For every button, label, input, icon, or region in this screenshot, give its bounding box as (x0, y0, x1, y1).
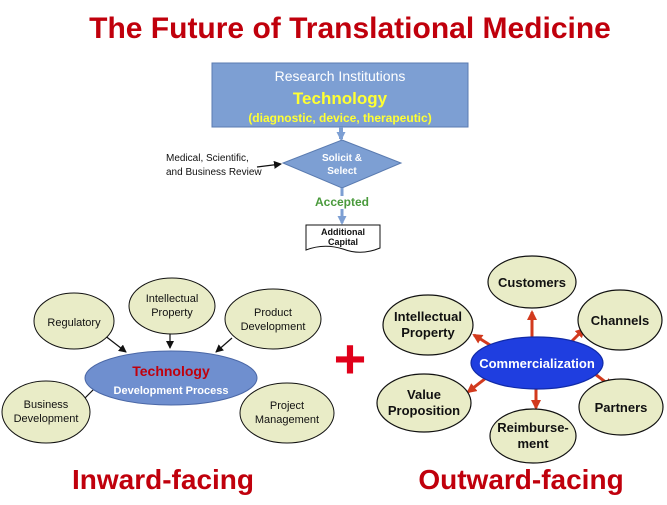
project-label-2: Management (255, 414, 319, 426)
review-arrow (256, 160, 282, 169)
page-title: The Future of Translational Medicine (89, 12, 611, 45)
ip-outward-label-2: Property (401, 325, 455, 340)
value-node (376, 373, 472, 433)
technology-development-ellipse (84, 350, 258, 406)
value-arrow (466, 376, 487, 394)
business-label-1: Business (24, 399, 69, 411)
development-process-label: Development Process (114, 385, 229, 397)
additional-label: Additional (321, 227, 365, 237)
technology-center-label: Technology (132, 363, 210, 379)
regulatory-arrow (103, 334, 127, 353)
plus-sign: + (334, 327, 367, 390)
capital-label: Capital (328, 237, 358, 247)
regulatory-node (33, 292, 115, 350)
partners-node (578, 378, 664, 436)
value-label-2: Proposition (388, 403, 460, 418)
commercialization-label: Commercialization (479, 356, 595, 371)
select-label: Select (327, 166, 357, 177)
product-label-2: Development (241, 321, 306, 333)
review-label-line2: and Business Review (166, 167, 262, 178)
outward-facing-label: Outward-facing (418, 464, 623, 495)
inward-facing-label: Inward-facing (72, 464, 254, 495)
solicit-select-diamond (281, 139, 403, 189)
customers-node (487, 255, 577, 309)
ip-outward-node (382, 294, 474, 356)
solicit-label: Solicit & (322, 153, 362, 164)
channels-node (577, 289, 663, 351)
business-node (1, 380, 91, 444)
commercialization-ellipse (470, 336, 604, 390)
regulatory-label: Regulatory (47, 317, 101, 329)
reimbursement-label-2: ment (517, 436, 549, 451)
reimbursement-label-1: Reimburse- (497, 420, 569, 435)
ip-outward-arrow (472, 333, 491, 347)
partners-label: Partners (595, 400, 648, 415)
product-label-1: Product (254, 307, 292, 319)
project-label-1: Project (270, 400, 304, 412)
technology-label: Technology (293, 89, 388, 108)
value-label-1: Value (407, 387, 441, 402)
business-label-2: Development (14, 413, 79, 425)
channels-label: Channels (591, 313, 650, 328)
product-node (224, 288, 322, 350)
customers-label: Customers (498, 275, 566, 290)
research-institutions-label: Research Institutions (275, 68, 406, 84)
ip-inward-label-2: Property (151, 307, 193, 319)
ip-inward-node (128, 277, 216, 335)
project-node (239, 382, 335, 444)
accepted-label: Accepted (315, 195, 369, 209)
review-label-line1: Medical, Scientific, (166, 153, 249, 164)
technology-types-label: (diagnostic, device, therapeutic) (248, 111, 431, 125)
ip-inward-label-1: Intellectual (146, 293, 199, 305)
ip-outward-label-1: Intellectual (394, 309, 462, 324)
product-arrow (215, 337, 233, 353)
research-institutions-box (211, 62, 469, 128)
additional-capital-box (305, 224, 381, 253)
reimbursement-node (489, 408, 577, 464)
